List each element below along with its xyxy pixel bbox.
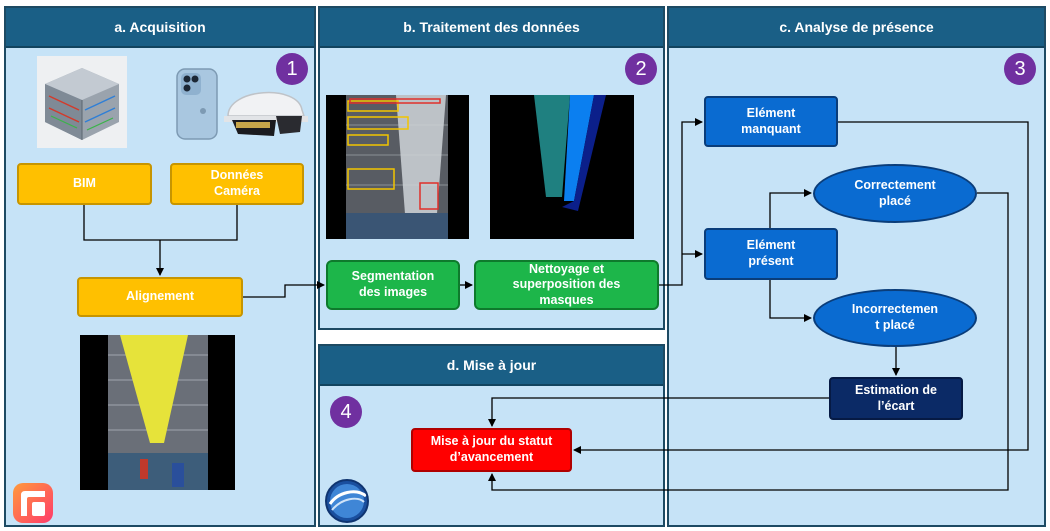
hard-hat-headset-icon [218,76,310,142]
panel-title-acquisition: a. Acquisition [6,8,314,48]
node-camera-data: Données Caméra [170,163,304,205]
panel-title-analysis: c. Analyse de présence [669,8,1044,48]
globe-logo-icon [324,478,370,524]
node-present-element: Elément présent [704,228,838,280]
segmented-photo-image [326,95,469,239]
node-incorrectly-placed: Incorrectemen t placé [813,289,977,347]
step-badge-2: 2 [625,53,657,85]
smartphone-icon [175,67,219,141]
panel-title-processing: b. Traitement des données [320,8,663,48]
mask-image [490,95,634,239]
node-missing-element: Elément manquant [704,96,838,147]
node-correctly-placed: Correctement placé [813,164,977,223]
node-bim: BIM [17,163,152,205]
panel-title-update: d. Mise à jour [320,346,663,386]
step-badge-4: 4 [330,396,362,428]
node-cleaning-overlay: Nettoyage et superposition des masques [474,260,659,310]
node-segmentation: Segmentation des images [326,260,460,310]
node-gap-estimation: Estimation de l’écart [829,377,963,420]
step-badge-1: 1 [276,53,308,85]
node-status-update: Mise à jour du statut d’avancement [411,428,572,472]
node-alignment: Alignement [77,277,243,317]
aligned-photo-image [80,335,235,490]
step-badge-3: 3 [1004,53,1036,85]
building-bim-model-icon [37,56,127,148]
app-logo-icon [12,482,54,524]
